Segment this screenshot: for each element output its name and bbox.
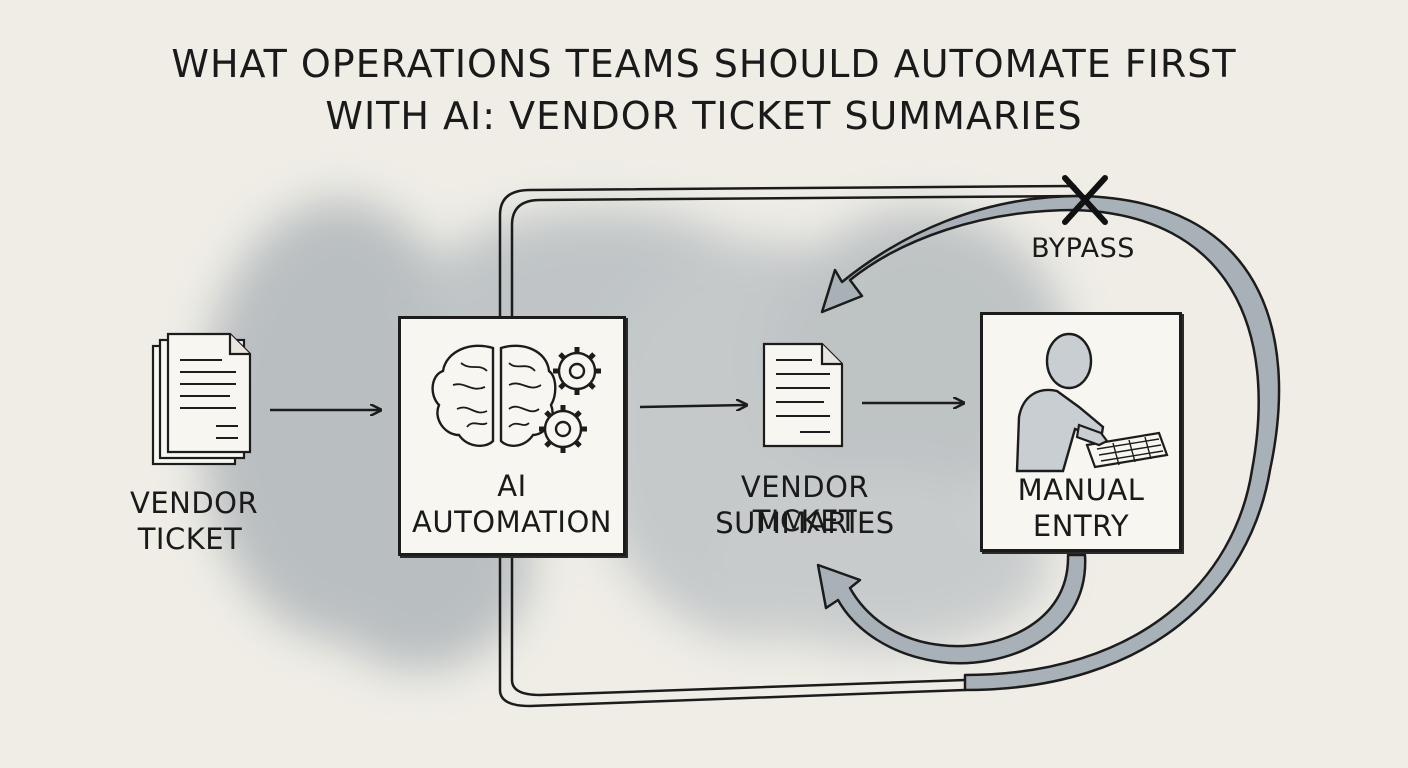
return-arrow [816,553,1087,665]
manual-entry-node: MANUAL ENTRY [980,312,1182,552]
vendor-ticket-label-2: TICKET [137,522,243,556]
x-mark-icon [1062,175,1108,225]
flow-arrows [270,403,963,410]
summaries-label-1: VENDOR TICKET [740,470,870,538]
vendor-ticket-label-1: VENDOR [130,486,259,520]
bypass-label: BYPASS [1031,233,1135,264]
loop-outline [498,184,1082,708]
title-line-1: WHAT OPERATIONS TEAMS SHOULD AUTOMATE FI… [171,42,1237,86]
summaries-label-2: SUMMARIES [715,506,895,540]
document-icon [762,342,844,448]
arrow-ai-to-summaries [639,405,746,407]
ai-automation-label-1: AI [497,469,527,503]
manual-entry-label-2: ENTRY [1032,509,1130,543]
person-typing-icon [1015,332,1169,473]
watercolor-wash [200,200,1070,670]
manual-entry-label-1: MANUAL [1017,473,1145,507]
bypass-arrow [820,194,1281,692]
ai-automation-label-2: AUTOMATION [412,505,612,539]
document-stack-icon [151,332,252,466]
ai-automation-node: AI AUTOMATION [398,316,626,556]
title-line-2: WITH AI: VENDOR TICKET SUMMARIES [325,94,1083,138]
brain-gears-icon [431,344,601,453]
